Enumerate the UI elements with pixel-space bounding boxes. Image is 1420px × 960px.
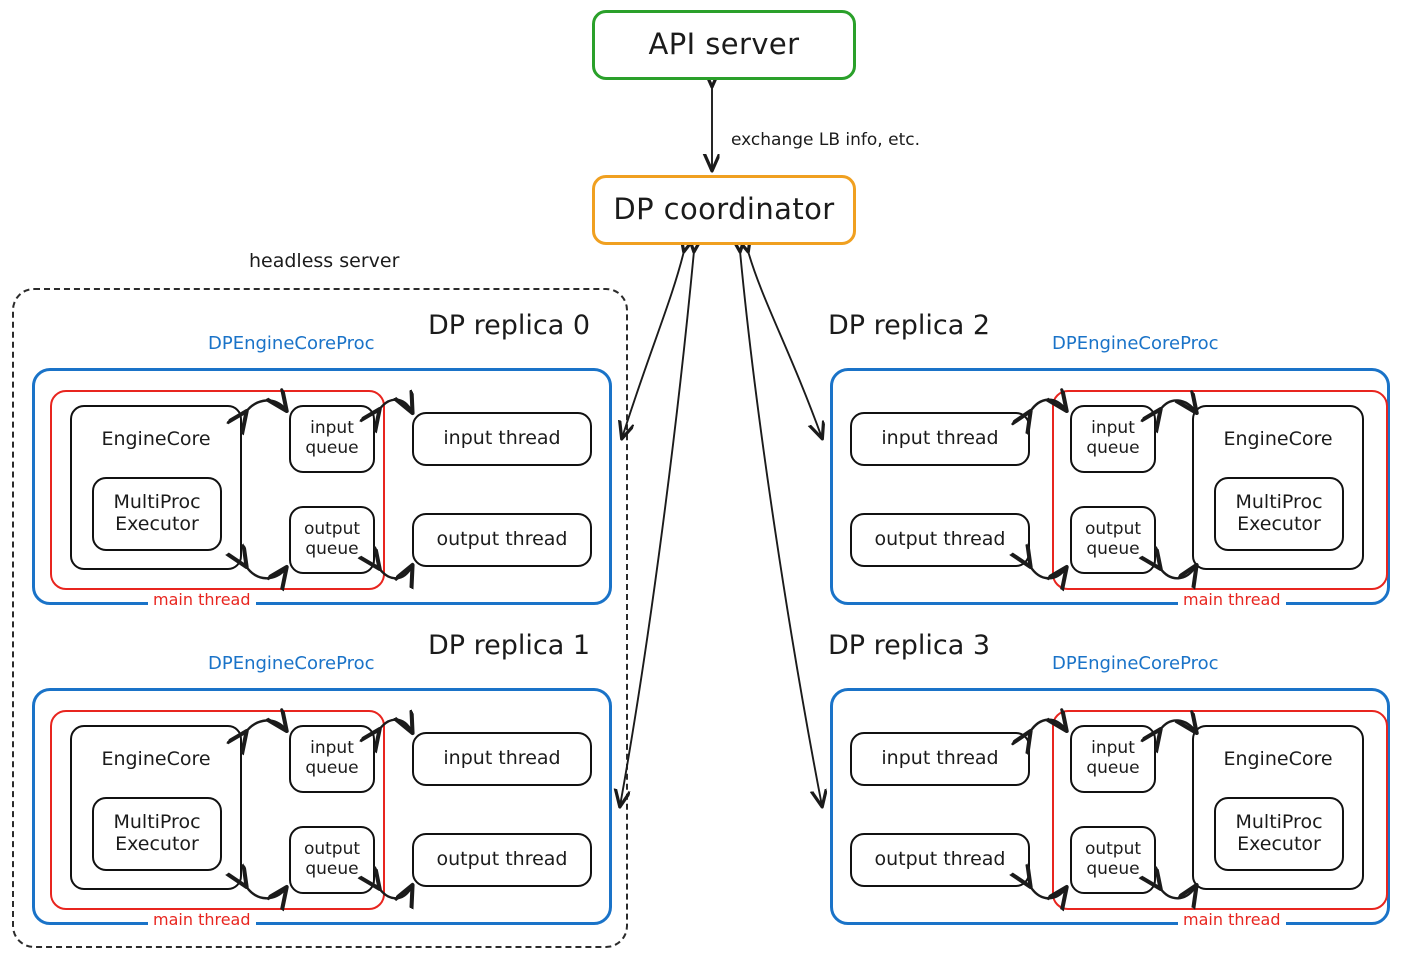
replica-0-process-frame <box>32 368 612 605</box>
replica-0-main-thread-frame <box>50 390 385 590</box>
replica-1-input-thread[interactable]: input thread <box>412 732 592 786</box>
replica-0-multiproc-executor[interactable]: MultiProc Executor <box>92 477 222 551</box>
replica-3-process-label: DPEngineCoreProc <box>1052 653 1219 674</box>
replica-3-output-queue[interactable]: output queue <box>1070 826 1156 894</box>
replica-0-input-thread[interactable]: input thread <box>412 412 592 466</box>
replica-2-input-thread[interactable]: input thread <box>850 412 1030 466</box>
replica-1-process-label: DPEngineCoreProc <box>208 653 375 674</box>
replica-2-title: DP replica 2 <box>828 310 991 341</box>
replica-2-main-thread-frame <box>1052 390 1388 590</box>
replica-1-main-thread-label: main thread <box>148 910 256 929</box>
replica-1-output-thread[interactable]: output thread <box>412 833 592 887</box>
replica-2-output-thread[interactable]: output thread <box>850 513 1030 567</box>
replica-0-output-thread[interactable]: output thread <box>412 513 592 567</box>
replica-0-process-label: DPEngineCoreProc <box>208 333 375 354</box>
replica-1-title: DP replica 1 <box>428 630 591 661</box>
replica-3-title: DP replica 3 <box>828 630 991 661</box>
replica-1-main-thread-frame <box>50 710 385 910</box>
replica-2-process-label: DPEngineCoreProc <box>1052 333 1219 354</box>
replica-0-main-thread-label: main thread <box>148 590 256 609</box>
replica-0-output-queue[interactable]: output queue <box>289 506 375 574</box>
replica-1-process-frame <box>32 688 612 925</box>
replica-2-input-queue[interactable]: input queue <box>1070 405 1156 473</box>
exchange-link-label: exchange LB info, etc. <box>731 130 920 150</box>
replica-2-output-queue[interactable]: output queue <box>1070 506 1156 574</box>
headless-server-label: headless server <box>249 250 400 272</box>
replica-1-output-queue[interactable]: output queue <box>289 826 375 894</box>
replica-1-multiproc-executor[interactable]: MultiProc Executor <box>92 797 222 871</box>
replica-3-multiproc-executor[interactable]: MultiProc Executor <box>1214 797 1344 871</box>
replica-3-main-thread-label: main thread <box>1178 910 1286 929</box>
replica-2-process-frame <box>830 368 1390 605</box>
replica-3-output-thread[interactable]: output thread <box>850 833 1030 887</box>
replica-3-input-queue[interactable]: input queue <box>1070 725 1156 793</box>
dp-coordinator-box[interactable]: DP coordinator <box>592 175 856 245</box>
replica-3-main-thread-frame <box>1052 710 1388 910</box>
replica-1-input-queue[interactable]: input queue <box>289 725 375 793</box>
replica-0-title: DP replica 0 <box>428 310 591 341</box>
replica-2-multiproc-executor[interactable]: MultiProc Executor <box>1214 477 1344 551</box>
replica-2-main-thread-label: main thread <box>1178 590 1286 609</box>
replica-0-input-queue[interactable]: input queue <box>289 405 375 473</box>
replica-3-process-frame <box>830 688 1390 925</box>
replica-3-input-thread[interactable]: input thread <box>850 732 1030 786</box>
api-server-box[interactable]: API server <box>592 10 856 80</box>
